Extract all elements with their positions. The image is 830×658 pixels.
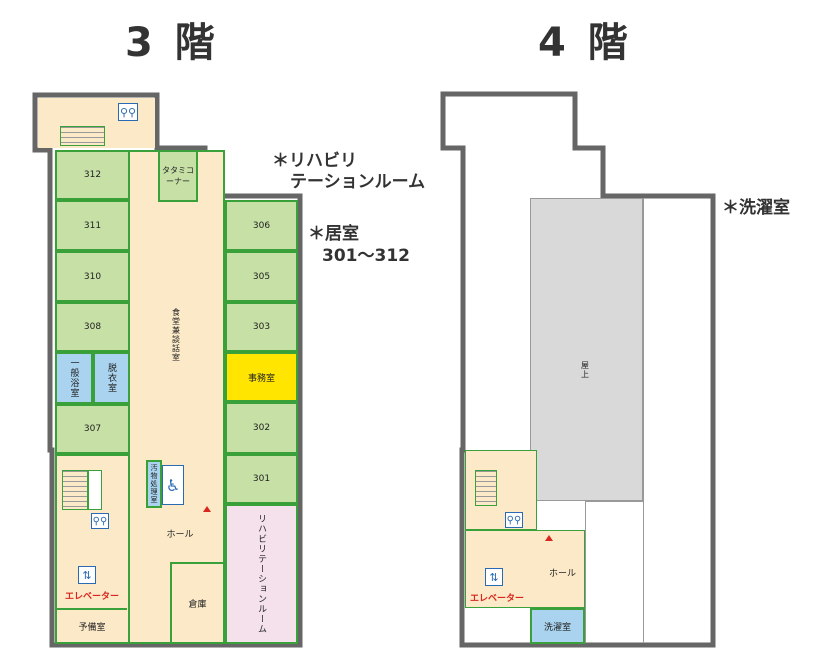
floor-3-title: 3 階 bbox=[125, 20, 219, 66]
elevator-label-4f: エレベーター bbox=[469, 593, 524, 604]
restroom-icon: ⚲⚲ bbox=[91, 513, 109, 529]
room-301: 301 bbox=[225, 454, 298, 504]
restroom-icon: ⚲⚲ bbox=[118, 103, 138, 121]
note-rehab-line2: テーションルーム bbox=[290, 172, 426, 192]
triangle-marker-icon bbox=[545, 535, 553, 541]
room-rehabilitation: リハビリテーションルーム bbox=[225, 504, 298, 644]
room-sluice: 汚物処理室 bbox=[146, 460, 162, 508]
room-dressing: 脱衣室 bbox=[93, 352, 130, 404]
elevator-icon: ⇅ bbox=[485, 568, 503, 586]
central-corridor bbox=[130, 150, 225, 644]
room-303: 303 bbox=[225, 302, 298, 352]
room-310: 310 bbox=[55, 251, 130, 302]
floor-4-title: 4 階 bbox=[538, 20, 632, 66]
hall-label-4f: ホール bbox=[548, 568, 576, 579]
room-storage: 倉庫 bbox=[170, 562, 225, 644]
room-307: 307 bbox=[55, 404, 130, 454]
hall-label: ホール bbox=[166, 529, 194, 540]
room-312: 312 bbox=[55, 150, 130, 200]
dining-lounge: 食堂兼談話室 bbox=[171, 308, 181, 362]
room-305: 305 bbox=[225, 251, 298, 302]
roof-area bbox=[530, 198, 643, 501]
room-spare: 予備室 bbox=[57, 608, 127, 642]
room-302: 302 bbox=[225, 402, 298, 454]
restroom-icon: ⚲⚲ bbox=[505, 512, 523, 528]
elevator-label: エレベーター bbox=[64, 591, 119, 602]
note-laundry: ＊洗濯室 bbox=[722, 198, 790, 218]
triangle-marker-icon bbox=[203, 506, 211, 512]
note-rooms-line2: 301〜312 bbox=[322, 246, 410, 266]
room-311: 311 bbox=[55, 200, 130, 251]
room-general-bath: 一般浴室 bbox=[55, 352, 93, 404]
stairs-icon bbox=[60, 126, 105, 146]
lower-room bbox=[585, 501, 643, 643]
stairs-icon bbox=[475, 470, 497, 506]
room-office: 事務室 bbox=[225, 352, 298, 402]
elevator-icon: ⇅ bbox=[78, 566, 96, 584]
note-rooms-line1: ＊居室 bbox=[308, 224, 359, 244]
room-306: 306 bbox=[225, 200, 298, 251]
room-308: 308 bbox=[55, 302, 130, 352]
room-laundry: 洗濯室 bbox=[530, 608, 585, 644]
room-tatami: タタミコーナー bbox=[158, 150, 198, 202]
stairs-icon bbox=[62, 470, 88, 510]
note-rehab-line1: ＊リハビリ bbox=[272, 151, 357, 171]
roof-label: 屋上 bbox=[580, 361, 590, 379]
right-strip bbox=[643, 198, 711, 643]
stair-landing bbox=[88, 470, 102, 510]
wheelchair-icon: ♿ bbox=[162, 465, 184, 505]
